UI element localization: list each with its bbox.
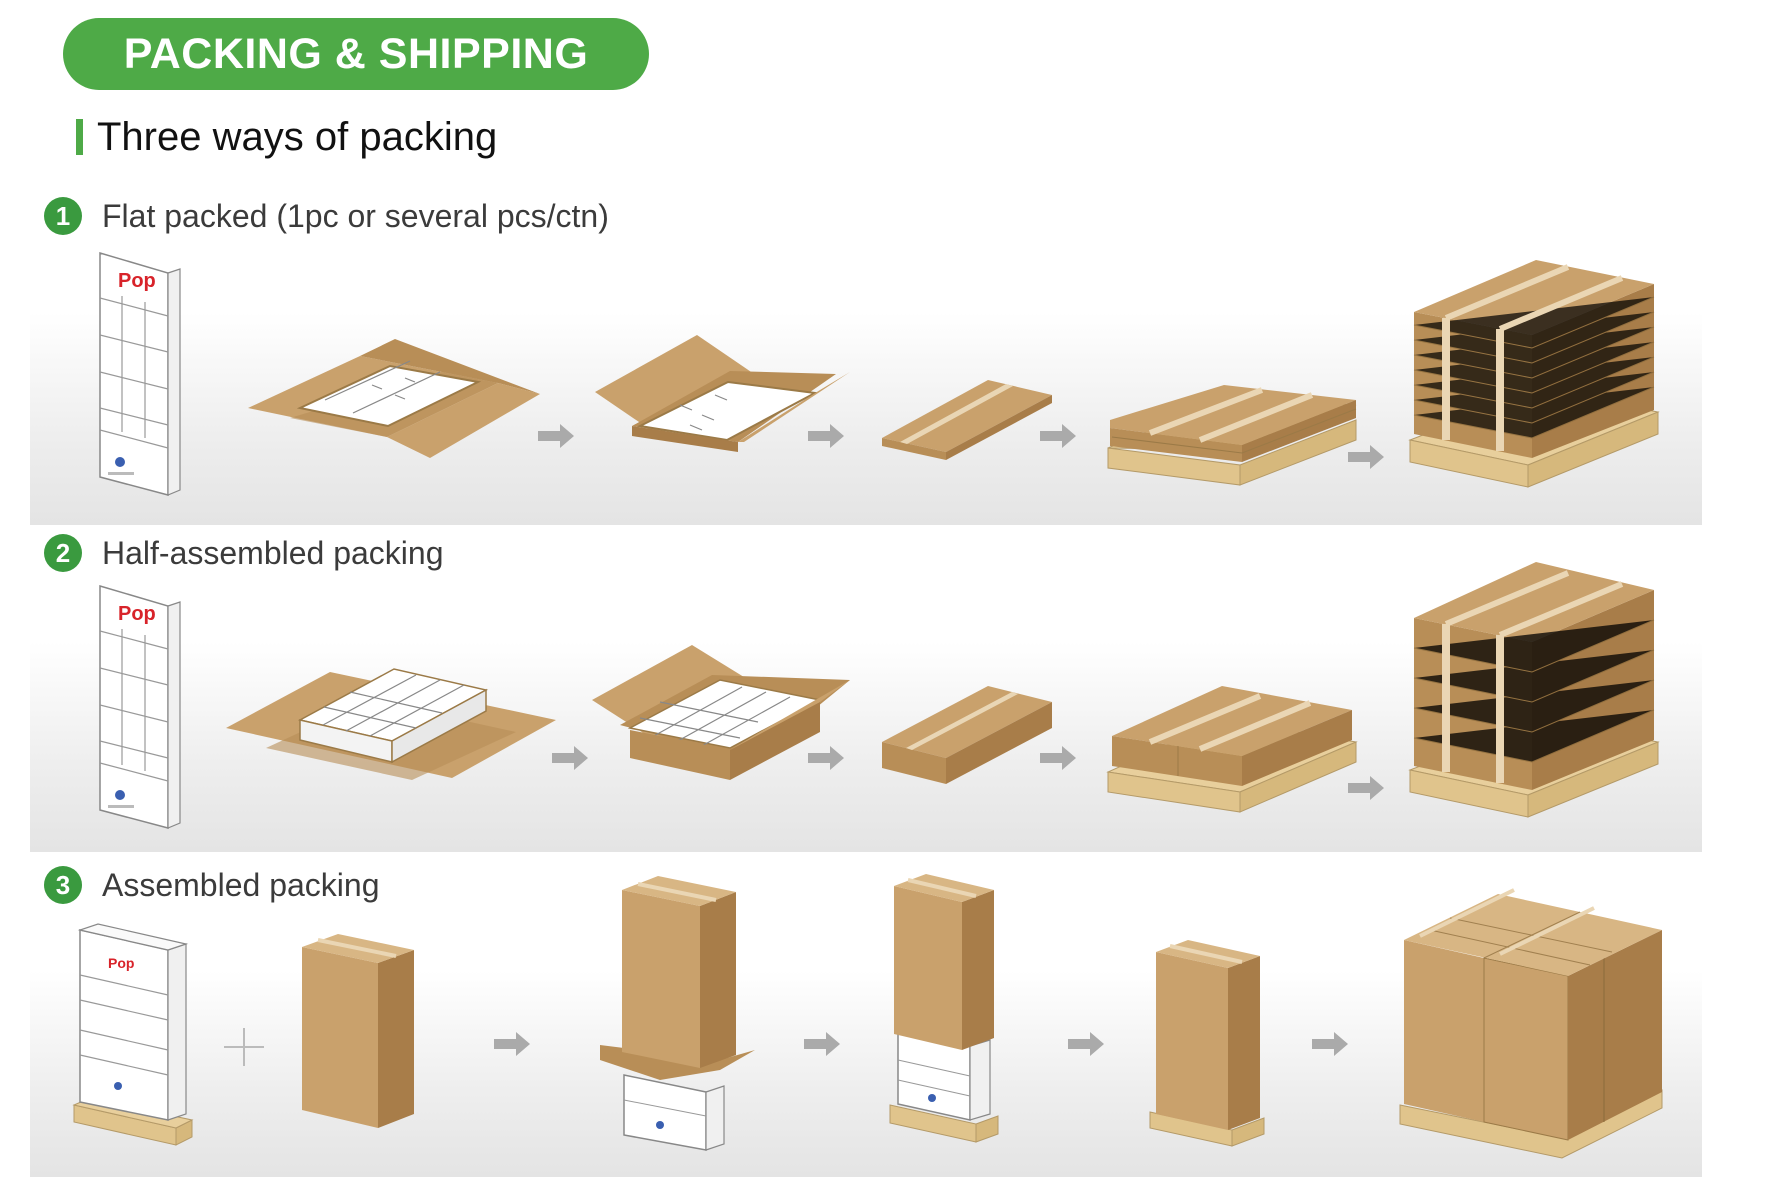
page-header: PACKING & SHIPPING xyxy=(63,18,649,90)
section-3-number: 3 xyxy=(44,866,82,904)
section-1-label: 1 Flat packed (1pc or several pcs/ctn) xyxy=(44,197,609,235)
section-2-label: 2 Half-assembled packing xyxy=(44,534,444,572)
flat-carton-pallet-large xyxy=(1408,260,1660,488)
flat-carton-open-1 xyxy=(248,339,540,458)
section-2-title: Half-assembled packing xyxy=(102,534,444,571)
assembled-pallet-large xyxy=(1399,888,1663,1159)
half-assembled-carton-closed xyxy=(882,686,1052,784)
half-assembled-pallet-small xyxy=(1106,686,1358,813)
right-arrow-icon xyxy=(1312,1032,1348,1056)
right-arrow-icon xyxy=(808,746,844,770)
section-1-title: Flat packed (1pc or several pcs/ctn) xyxy=(102,197,609,234)
section-3-label: 3 Assembled packing xyxy=(44,866,379,904)
assembled-carton-on-pallet xyxy=(1149,940,1265,1147)
right-arrow-icon xyxy=(1068,1032,1104,1056)
display-logo-1: Pop xyxy=(118,270,156,292)
subtitle-text: Three ways of packing xyxy=(97,114,498,159)
assembled-display-on-pallet: Pop xyxy=(72,923,194,1146)
section-2-number: 2 xyxy=(44,534,82,572)
flat-carton-open-2 xyxy=(595,335,850,452)
tall-carton xyxy=(302,934,414,1128)
display-logo-3: Pop xyxy=(108,955,134,971)
right-arrow-icon xyxy=(1040,746,1076,770)
subtitle-accent-bar xyxy=(76,119,83,155)
display-stand-2: Pop xyxy=(99,584,181,829)
right-arrow-icon xyxy=(1348,445,1384,469)
flat-carton-closed xyxy=(882,380,1052,460)
half-assembled-tray-carton xyxy=(592,645,850,780)
right-arrow-icon xyxy=(552,746,588,770)
right-arrow-icon xyxy=(1348,776,1384,800)
subtitle: Three ways of packing xyxy=(76,114,497,160)
right-arrow-icon xyxy=(808,424,844,448)
section-1-number: 1 xyxy=(44,197,82,235)
right-arrow-icon xyxy=(804,1032,840,1056)
plus-icon xyxy=(224,1028,264,1066)
display-stand-1: Pop xyxy=(99,251,181,496)
display-logo-2: Pop xyxy=(118,603,156,625)
half-assembled-tray-open xyxy=(226,668,556,780)
right-arrow-icon xyxy=(538,424,574,448)
carton-over-display-step-2 xyxy=(889,874,999,1143)
half-assembled-pallet-large xyxy=(1408,562,1660,818)
right-arrow-icon xyxy=(1040,424,1076,448)
carton-over-display-step-1 xyxy=(600,876,755,1151)
right-arrow-icon xyxy=(494,1032,530,1056)
section-3-title: Assembled packing xyxy=(102,866,380,903)
flat-carton-pallet-small xyxy=(1107,385,1357,486)
